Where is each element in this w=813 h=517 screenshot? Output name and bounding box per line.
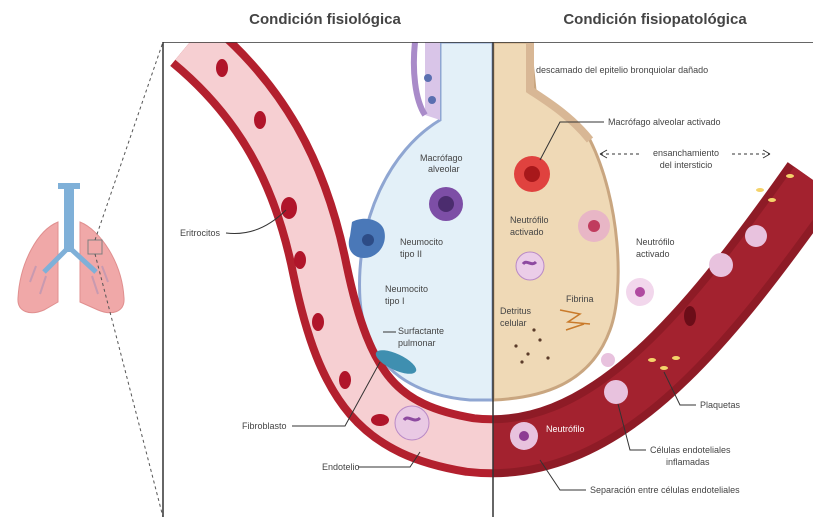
title-physiological: Condición fisiológica	[249, 11, 401, 28]
neutrophil-activated-in	[578, 210, 610, 242]
label-line: tipo I	[385, 296, 405, 306]
neutrophil-normal	[395, 406, 429, 440]
label-line: Surfactante	[398, 326, 444, 336]
neutrophil-activated-out	[626, 278, 654, 306]
label-line: pulmonar	[398, 338, 436, 348]
label-text: Macrófago alveolar activado	[608, 117, 721, 127]
neutrophil-in-alveolus	[516, 252, 544, 280]
erythrocyte-highlight	[281, 197, 297, 219]
label-line: Células endoteliales	[650, 445, 731, 455]
macrophage-activated	[514, 156, 550, 192]
label-line: Neumocito	[385, 284, 428, 294]
title-pathophysiological: Condición fisiopatológica	[563, 11, 747, 28]
lungs-icon	[18, 183, 124, 313]
label-line: activado	[510, 227, 544, 237]
zoom-line-top	[95, 42, 163, 240]
macrophage-alveolar	[429, 187, 463, 221]
label-line: Neutrófilo	[510, 215, 549, 225]
label-fibrina: Fibrina	[566, 294, 594, 304]
label-neutrofilo: Neutrófilo	[546, 424, 585, 434]
label-line: inflamadas	[666, 457, 710, 467]
erythrocyte-inflamed	[684, 306, 696, 326]
label-descamado: descamado del epitelio bronquiolar dañad…	[536, 65, 708, 75]
label-line: ensanchamiento	[653, 148, 719, 158]
label-line: del intersticio	[660, 160, 713, 170]
label-line: Neumocito	[400, 237, 443, 247]
label-text: Eritrocitos	[180, 228, 221, 238]
label-line: Macrófago	[420, 153, 463, 163]
label-line: Neutrófilo	[636, 237, 675, 247]
label-text: Fibroblasto	[242, 421, 287, 431]
label-text: Plaquetas	[700, 400, 741, 410]
label-line: tipo II	[400, 249, 422, 259]
label-line: activado	[636, 249, 670, 259]
label-text: Endotelio	[322, 462, 360, 472]
label-line: Detritus	[500, 306, 532, 316]
label-line: celular	[500, 318, 527, 328]
label-text: Separación entre células endoteliales	[590, 485, 740, 495]
label-line: alveolar	[428, 164, 460, 174]
